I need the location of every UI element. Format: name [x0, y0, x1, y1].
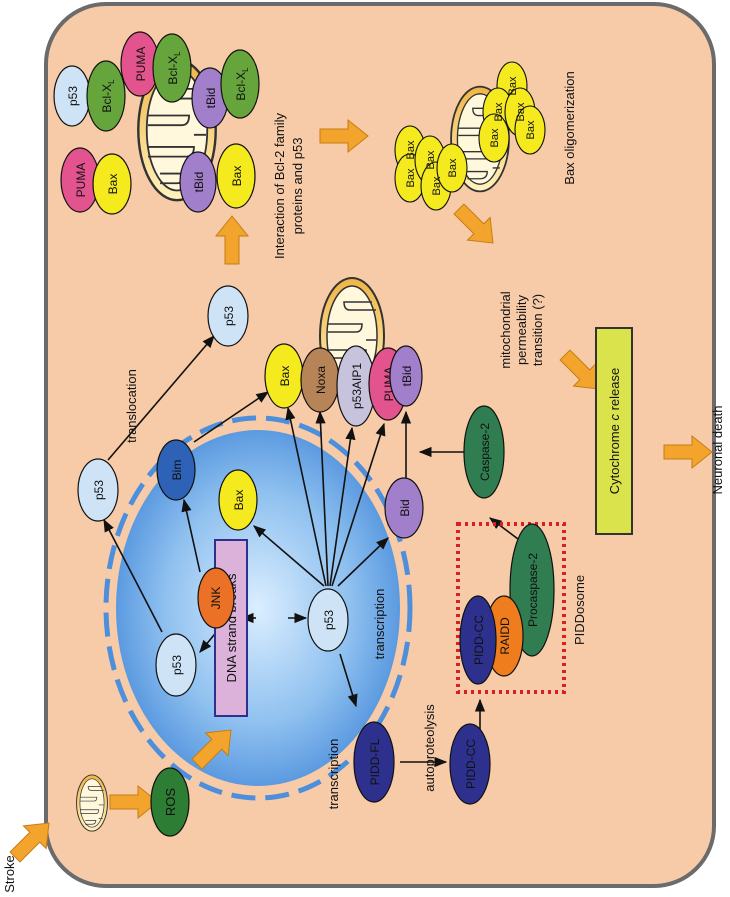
mitochondrion-left: [75, 774, 109, 832]
p53left-to-p53cyto-arrow: [103, 518, 163, 633]
svg-text:Bax: Bax: [425, 150, 437, 169]
caspase-2-node: Caspase-2: [463, 405, 505, 499]
p53-to-bid-arrow: [337, 537, 389, 587]
bax-oligomer-cluster-upper: [478, 61, 546, 163]
svg-text:tBid: tBid: [400, 366, 414, 387]
svg-text:p53AIP1: p53AIP1: [350, 363, 364, 409]
svg-text:PIDD-CC: PIDD-CC: [464, 739, 478, 789]
svg-text:RAIDD: RAIDD: [498, 617, 512, 655]
svg-text:Bax: Bax: [525, 120, 537, 139]
bim-node: Bim: [156, 439, 196, 501]
bax-oligomer-labels: Bax Bax Bax Bax Bax Bax Bax Bax Bax Bax: [405, 76, 537, 195]
svg-text:PUMA: PUMA: [134, 47, 148, 82]
svg-text:Bax: Bax: [507, 76, 519, 95]
svg-text:Bid: Bid: [398, 499, 412, 516]
bax-top-1: Bax: [92, 153, 132, 215]
bim-to-bax-arrow: [193, 391, 270, 443]
p53-top: p53: [53, 65, 91, 127]
svg-text:Bax: Bax: [489, 128, 501, 147]
svg-text:PUMA: PUMA: [74, 163, 88, 198]
svg-text:Bax: Bax: [278, 366, 292, 387]
mpt-label-line1: mitochondrial: [498, 291, 513, 368]
p53-to-noxa-arrow: [315, 410, 329, 587]
tbid-mito-center: tBid: [389, 345, 423, 407]
p53-nucleus-left: p53: [155, 633, 197, 697]
jnk-to-bim-arrow: [181, 498, 201, 573]
autoproteolysis-label: autoproteolysis: [422, 704, 437, 792]
svg-text:tBid: tBid: [204, 88, 218, 109]
p53-to-p53aip1-arrow: [329, 426, 356, 587]
bax-top-2: Bax: [216, 143, 256, 209]
cytochrome-c-release-box: Cytochrome c release: [595, 327, 633, 535]
svg-text:p53: p53: [322, 610, 336, 630]
bclxl-top-3: Bcl-XL: [220, 49, 260, 119]
bax-cytosol: Bax: [218, 469, 258, 531]
translocation-label: translocation: [124, 369, 139, 443]
svg-text:Bcl-XL: Bcl-XL: [100, 79, 116, 113]
svg-text:p53: p53: [170, 655, 184, 675]
p53cyto-to-p53mito-arrow: [107, 335, 215, 461]
p53-to-piddfl-arrow: [339, 653, 358, 708]
pidd-cc-node: PIDD-CC: [449, 723, 491, 805]
p53-nucleus-center: p53: [307, 588, 349, 652]
p53aip1-node: p53AIP1: [336, 345, 376, 427]
p53-cytosol: p53: [77, 458, 119, 522]
svg-text:Caspase-2: Caspase-2: [478, 423, 492, 481]
mpt-label-line3: transition (?): [530, 294, 545, 366]
ros-node: ROS: [150, 767, 190, 837]
svg-text:Bcl-XL: Bcl-XL: [166, 51, 182, 85]
transcription-label-left: transcription: [326, 739, 341, 810]
svg-text:ROS: ROS: [163, 788, 178, 817]
p53-to-bax-cyto-arrow: [253, 525, 325, 587]
interaction-label-line2: proteins and p53: [290, 138, 305, 235]
p53-to-puma-arrow: [331, 422, 386, 587]
piddosome-border: [456, 522, 566, 694]
bclxl-top-1: Bcl-XL: [86, 60, 126, 132]
neuronal-death-label: Neuronal death: [710, 406, 725, 495]
svg-text:PIDD-CC: PIDD-CC: [472, 615, 486, 665]
svg-text:p53: p53: [92, 480, 106, 500]
bclxl-top-2: Bcl-XL: [152, 33, 192, 103]
svg-text:Bax: Bax: [447, 158, 459, 177]
svg-text:JNK: JNK: [209, 587, 223, 610]
tbid-top-2: tBid: [179, 151, 217, 213]
svg-text:Bim: Bim: [170, 460, 184, 481]
svg-text:Bax: Bax: [106, 174, 120, 195]
svg-text:Bax: Bax: [431, 176, 443, 195]
svg-text:p53: p53: [222, 306, 236, 326]
nucleus: [103, 415, 413, 801]
svg-text:Bcl-XL: Bcl-XL: [234, 67, 250, 101]
transcription-label-right: transcription: [372, 589, 387, 660]
bax-oligomer-cluster-lower: [394, 125, 468, 211]
svg-text:p53: p53: [66, 86, 80, 106]
svg-text:Cytochrome c release: Cytochrome c release: [607, 368, 622, 494]
mpt-label-line2: permeability: [514, 294, 529, 365]
bax-mito-center: Bax: [264, 343, 304, 409]
noxa-node: Noxa: [300, 347, 340, 413]
svg-text:tBid: tBid: [192, 172, 206, 193]
svg-text:Bax: Bax: [493, 102, 505, 121]
p53-to-bax-mito-arrow: [285, 406, 327, 587]
svg-text:Bax: Bax: [405, 140, 417, 159]
stroke-label: Stroke: [2, 855, 17, 893]
puma-top-2: PUMA: [60, 147, 100, 213]
tbid-top-1: tBid: [191, 67, 229, 129]
svg-text:Bax: Bax: [405, 168, 417, 187]
piddosome-label: PIDDosome: [572, 575, 587, 645]
svg-text:Noxa: Noxa: [314, 366, 328, 394]
jnk-node: JNK: [197, 567, 235, 629]
svg-text:Bax: Bax: [232, 490, 246, 511]
svg-text:Bax: Bax: [515, 102, 527, 121]
bax-oligomerization-label: Bax oligomerization: [562, 71, 577, 184]
bid-node: Bid: [384, 477, 424, 539]
svg-text:PIDD-FL: PIDD-FL: [368, 738, 382, 785]
piddosome-complex: Procaspase-2 RAIDD PIDD-CC: [456, 522, 566, 694]
pidd-fl-node: PIDD-FL: [353, 721, 395, 803]
interaction-label-line1: Interaction of Bcl-2 family: [272, 113, 287, 259]
p53-mitochondrial: p53: [207, 285, 249, 347]
svg-text:Bax: Bax: [230, 166, 244, 187]
svg-text:Procaspase-2: Procaspase-2: [526, 553, 540, 627]
